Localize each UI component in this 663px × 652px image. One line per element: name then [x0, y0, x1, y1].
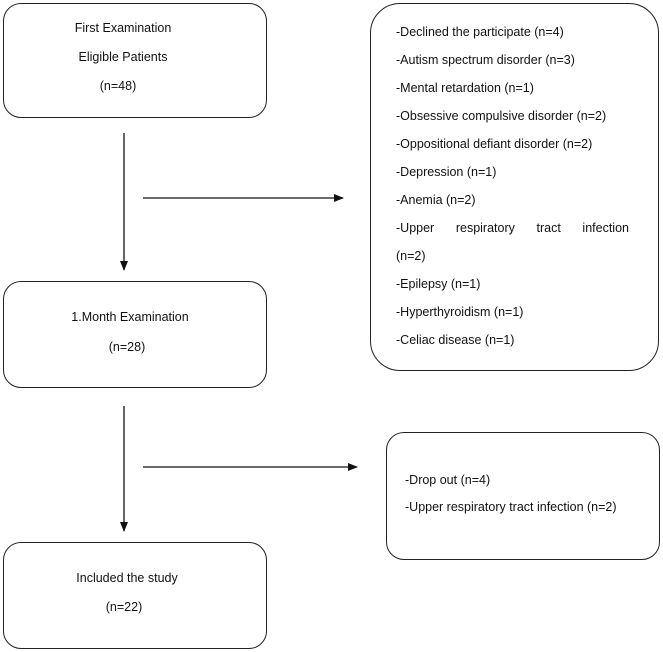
exclusion2-line-1: -Drop out (n=4) — [405, 473, 491, 487]
exclusion1-line-2: -Autism spectrum disorder (n=3) — [396, 53, 575, 67]
flow-box-first-examination: First Examination Eligible Patients (n=4… — [3, 3, 267, 118]
exclusion2-line-2: -Upper respiratory tract infection (n=2) — [405, 500, 617, 514]
box2-line-1: 1.Month Examination — [71, 310, 189, 324]
box3-line-2: (n=22) — [105, 600, 143, 614]
exclusion-box-first: -Declined the participate (n=4) -Autism … — [370, 3, 659, 371]
box1-line-2: Eligible Patients — [78, 50, 168, 64]
exclusion1-line-12: -Celiac disease (n=1) — [396, 333, 515, 347]
box2-line-2: (n=28) — [108, 340, 146, 354]
exclusion1-line-11: -Hyperthyroidism (n=1) — [396, 305, 524, 319]
box3-line-1: Included the study — [76, 571, 178, 585]
exclusion1-line-5: -Oppositional defiant disorder (n=2) — [396, 137, 593, 151]
flow-box-included: Included the study (n=22) — [3, 542, 267, 649]
exclusion1-line-8: -Upper respiratory tract infection — [396, 221, 629, 235]
box1-line-1: First Examination — [74, 21, 172, 35]
exclusion1-line-3: -Mental retardation (n=1) — [396, 81, 534, 95]
exclusion1-line-10: -Epilepsy (n=1) — [396, 277, 481, 291]
box1-line-3: (n=48) — [99, 79, 137, 93]
exclusion1-line-7: -Anemia (n=2) — [396, 193, 476, 207]
flow-box-month-examination: 1.Month Examination (n=28) — [3, 281, 267, 388]
exclusion1-line-1: -Declined the participate (n=4) — [396, 25, 564, 39]
exclusion1-line-4: -Obsessive compulsive disorder (n=2) — [396, 109, 607, 123]
exclusion1-line-9: (n=2) — [396, 249, 426, 263]
exclusion-box-second: -Drop out (n=4) -Upper respiratory tract… — [386, 432, 660, 560]
exclusion1-line-6: -Depression (n=1) — [396, 165, 497, 179]
